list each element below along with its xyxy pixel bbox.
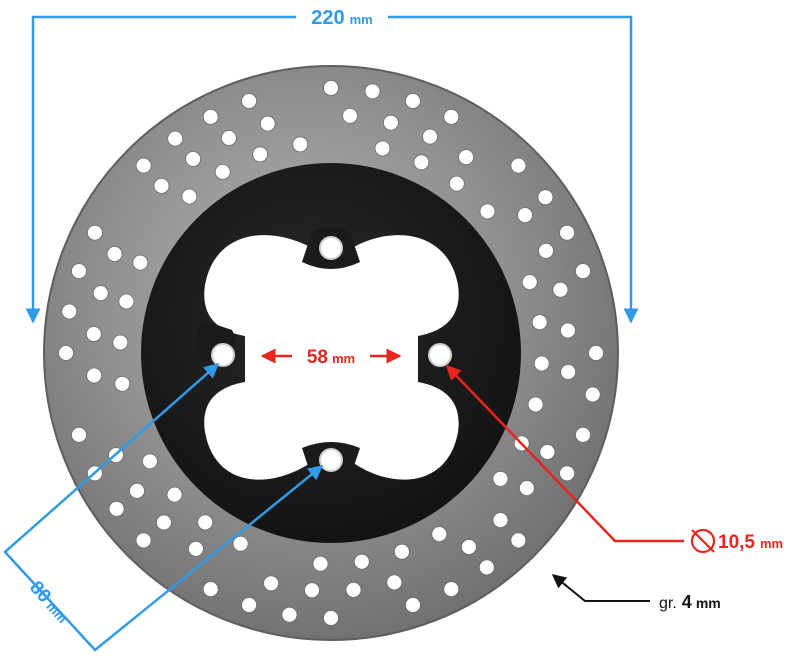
- vent-hole: [560, 322, 576, 339]
- vent-hole: [135, 157, 152, 174]
- vent-hole: [560, 364, 577, 380]
- vent-hole: [584, 386, 601, 403]
- vent-hole: [61, 303, 78, 320]
- vent-hole: [241, 597, 258, 613]
- vent-holes: [58, 80, 604, 626]
- vent-hole: [443, 581, 460, 597]
- vent-hole: [129, 482, 145, 499]
- vent-hole: [531, 314, 548, 331]
- vent-hole: [281, 606, 298, 623]
- vent-hole: [58, 345, 74, 361]
- vent-hole: [342, 107, 358, 124]
- vent-hole: [517, 207, 533, 224]
- vent-hole: [71, 426, 87, 443]
- vent-hole: [538, 242, 554, 259]
- vent-hole: [141, 453, 158, 470]
- vent-hole: [431, 526, 448, 542]
- vent-hole: [364, 83, 381, 100]
- outer-diameter-dimension: [25, 15, 639, 324]
- vent-hole: [510, 157, 527, 174]
- vent-hole: [323, 610, 339, 626]
- vent-hole: [443, 109, 460, 125]
- vent-hole: [153, 177, 170, 194]
- thickness-dimension: [551, 574, 650, 602]
- vent-hole: [112, 334, 129, 351]
- vent-hole: [197, 514, 214, 531]
- vent-hole: [202, 581, 219, 597]
- bolt-holes: [211, 236, 452, 472]
- vent-hole: [202, 109, 219, 125]
- vent-hole: [404, 597, 421, 613]
- vent-hole: [533, 355, 550, 372]
- vent-hole: [539, 444, 556, 460]
- vent-hole: [448, 175, 465, 192]
- vent-hole: [214, 163, 231, 180]
- diameter-symbol-icon: [690, 528, 716, 554]
- vent-hole: [232, 535, 249, 552]
- vent-hole: [537, 189, 554, 206]
- vent-hole: [87, 224, 103, 241]
- vent-hole: [345, 582, 362, 598]
- vent-hole: [252, 146, 269, 163]
- vent-hole: [460, 539, 477, 555]
- vent-hole: [118, 293, 135, 310]
- vent-hole: [187, 541, 204, 557]
- bolt-circle-dimension: [3, 363, 324, 652]
- vent-hole: [588, 345, 604, 361]
- vent-hole: [166, 486, 183, 503]
- vent-hole: [263, 575, 280, 592]
- vent-hole: [71, 263, 87, 280]
- vent-hole: [92, 285, 109, 302]
- vent-hole: [479, 203, 496, 220]
- vent-hole: [155, 514, 172, 531]
- vent-hole: [458, 149, 475, 166]
- vent-hole: [304, 582, 320, 599]
- vent-hole: [167, 130, 184, 147]
- bolt-hole-dimension: [445, 364, 684, 543]
- vent-hole: [374, 140, 391, 157]
- vent-hole: [114, 375, 131, 392]
- vent-hole: [135, 532, 152, 549]
- vent-hole: [386, 574, 403, 591]
- vent-hole: [413, 154, 430, 171]
- vent-hole: [521, 274, 538, 291]
- vent-hole: [492, 512, 509, 528]
- vent-hole: [393, 543, 410, 560]
- vent-hole: [106, 246, 123, 262]
- vent-hole: [259, 115, 276, 132]
- vent-hole: [86, 367, 102, 384]
- vent-hole: [241, 93, 258, 109]
- vent-hole: [382, 114, 399, 131]
- vent-hole: [519, 480, 535, 497]
- vent-hole: [552, 281, 569, 298]
- vent-hole: [185, 151, 202, 167]
- vent-hole: [312, 555, 329, 572]
- vent-hole: [527, 396, 544, 413]
- vent-hole: [492, 470, 509, 487]
- vent-hole: [292, 136, 309, 153]
- vent-hole: [478, 559, 495, 576]
- vent-hole: [575, 263, 591, 280]
- vent-hole: [404, 93, 421, 109]
- vent-hole: [559, 465, 575, 482]
- vent-hole: [132, 254, 149, 271]
- vent-hole: [108, 500, 125, 517]
- vent-hole: [575, 426, 591, 443]
- vent-hole: [323, 80, 339, 96]
- vent-hole: [353, 553, 370, 570]
- vent-hole: [422, 128, 438, 145]
- vent-hole: [181, 188, 198, 205]
- vent-hole: [85, 326, 102, 342]
- vent-hole: [559, 224, 575, 241]
- vent-hole: [510, 532, 527, 549]
- vent-hole: [220, 130, 237, 146]
